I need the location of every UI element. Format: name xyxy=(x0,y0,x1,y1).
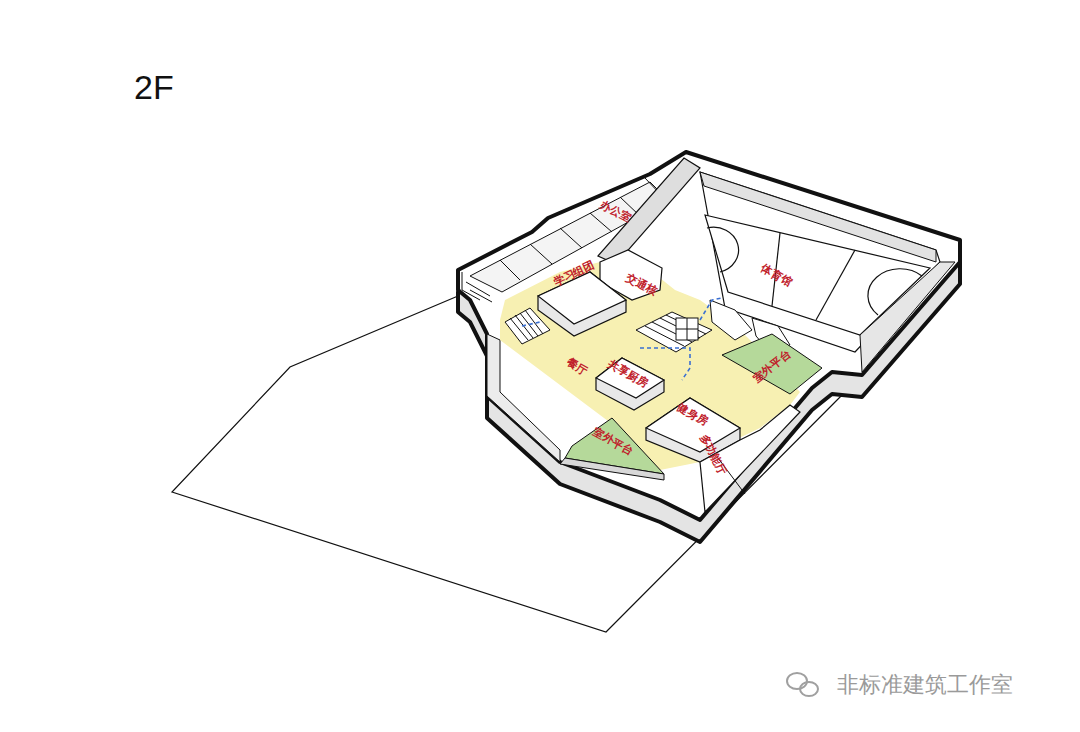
watermark: 非标准建筑工作室 xyxy=(837,670,1013,700)
floor-title: 2F xyxy=(134,68,174,107)
